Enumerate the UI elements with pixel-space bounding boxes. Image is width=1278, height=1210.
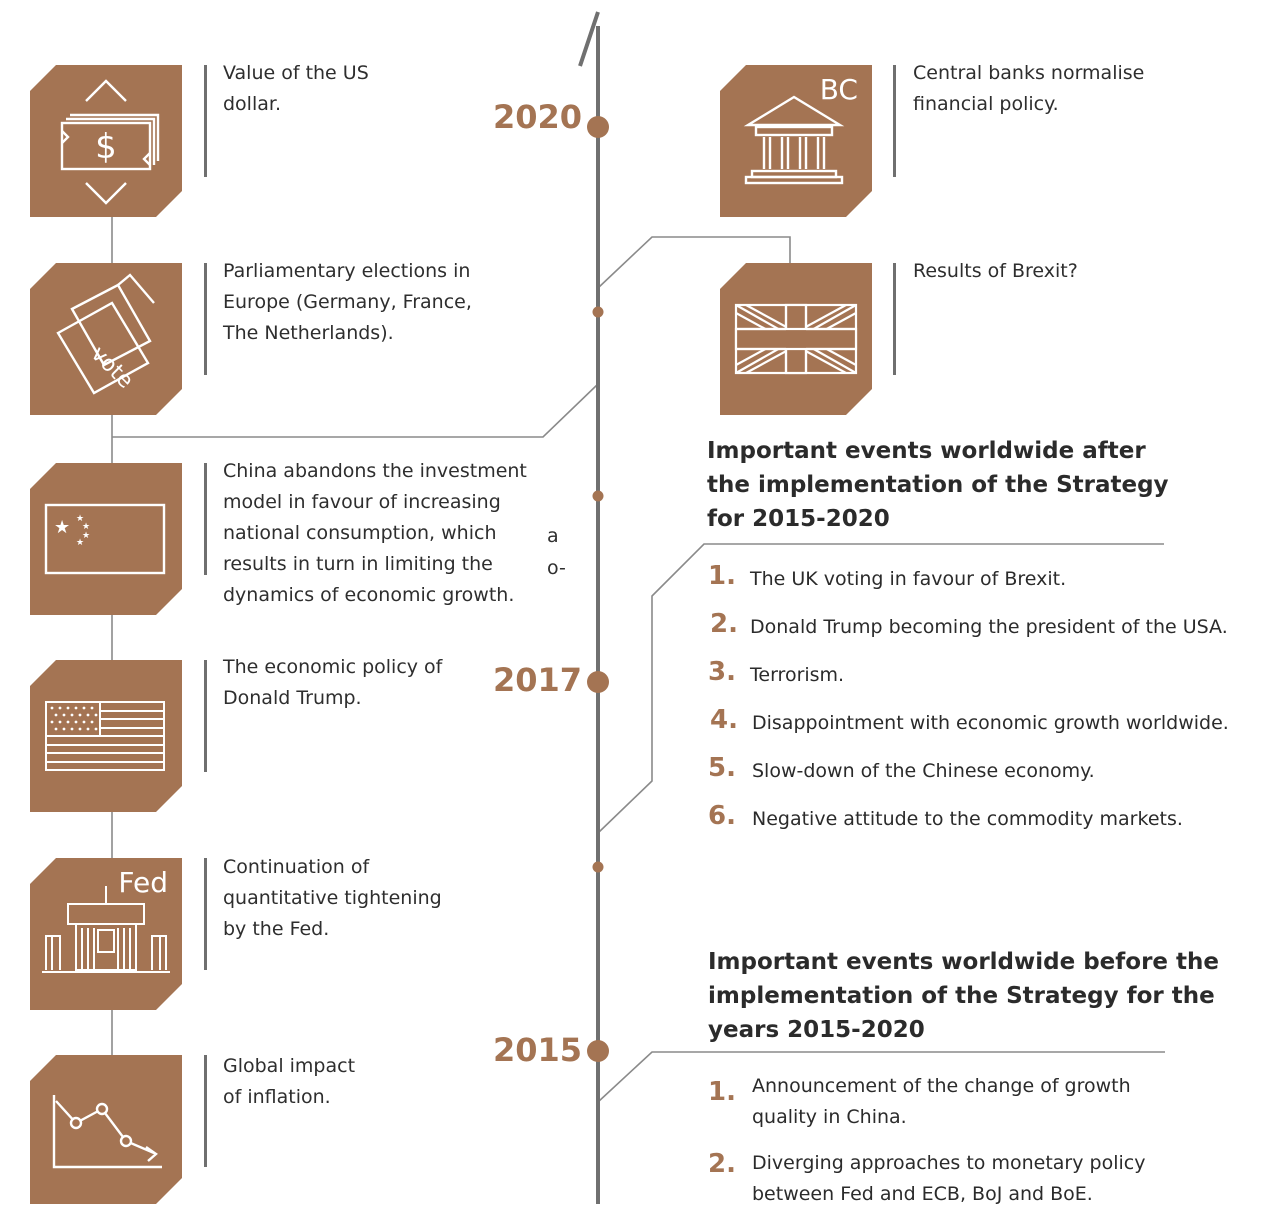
before-heading: Important events worldwide before the im…	[708, 949, 1220, 1043]
list-number: 5.	[708, 753, 736, 783]
uk-flag-icon	[720, 263, 872, 415]
central-bank-tile: BC	[720, 65, 872, 217]
declining-chart-icon	[30, 1055, 182, 1207]
china-flag-icon: ★ ★ ★ ★ ★	[30, 463, 182, 615]
event-text-trump-policy: The economic policy of Donald Trump.	[223, 656, 443, 709]
list-item: Disappointment with economic growth worl…	[752, 712, 1229, 734]
inflation-tile	[30, 1055, 182, 1204]
list-item: Negative attitude to the commodity marke…	[752, 808, 1183, 830]
event-text-inflation: Global impact of inflation.	[223, 1055, 356, 1108]
list-number: 2.	[710, 609, 738, 639]
event-text-elections: Parliamentary elections in Europe (Germa…	[223, 260, 472, 344]
list-number: 6.	[708, 801, 736, 831]
year-label-2020: 2020	[493, 98, 583, 136]
vote-tile: vote	[30, 263, 182, 415]
event-text-china: China abandons the investment model in f…	[223, 460, 527, 606]
dollar-tile: $	[30, 65, 182, 217]
ballot-vote-icon: vote	[30, 263, 182, 415]
us-flag-icon	[30, 660, 182, 812]
year-label-2015: 2015	[493, 1031, 583, 1069]
list-item: Diverging approaches to monetary policy …	[752, 1152, 1146, 1205]
central-bank-icon	[720, 65, 872, 217]
fed-tag: Fed	[118, 866, 168, 899]
timeline-node-2020	[587, 116, 609, 138]
svg-text:★: ★	[82, 531, 90, 541]
list-number: 4.	[710, 705, 738, 735]
uk-flag-tile	[720, 263, 872, 415]
text-fragment: o-	[547, 557, 566, 579]
event-divider	[893, 263, 896, 375]
fed-tile: Fed	[30, 858, 182, 1010]
us-flag-tile	[30, 660, 182, 812]
svg-text:★: ★	[82, 522, 90, 532]
event-divider	[893, 65, 896, 177]
year-label-2017: 2017	[493, 661, 583, 699]
event-divider	[204, 1055, 207, 1167]
timeline-node-2015	[587, 1040, 609, 1062]
event-text-brexit: Results of Brexit?	[913, 260, 1078, 282]
bc-tag: BC	[819, 73, 858, 106]
after-heading: Important events worldwide after the imp…	[707, 438, 1169, 532]
event-divider	[204, 660, 207, 772]
list-number: 1.	[708, 561, 736, 591]
china-tile: ★ ★ ★ ★ ★	[30, 463, 182, 615]
timeline-dot	[592, 861, 604, 873]
svg-text:★: ★	[54, 517, 70, 538]
list-number: 2.	[708, 1149, 736, 1179]
event-divider	[204, 65, 207, 177]
svg-text:★: ★	[76, 514, 84, 524]
text-fragment: a	[547, 525, 559, 547]
event-divider	[204, 463, 207, 575]
event-divider	[204, 263, 207, 375]
list-item: Announcement of the change of growth qua…	[752, 1075, 1131, 1128]
svg-text:★: ★	[76, 538, 84, 548]
list-number: 1.	[708, 1077, 736, 1107]
svg-text:vote: vote	[86, 342, 138, 394]
dollar-icon: $	[30, 65, 182, 217]
list-item: The UK voting in favour of Brexit.	[750, 568, 1067, 590]
list-item: Terrorism.	[750, 664, 845, 686]
federal-reserve-icon	[30, 858, 182, 1010]
event-text-us-dollar: Value of the US dollar.	[223, 62, 369, 115]
timeline-break	[578, 11, 600, 67]
event-text-fed: Continuation of quantitative tightening …	[223, 856, 442, 940]
timeline-dot	[592, 306, 604, 318]
svg-text:$: $	[95, 127, 117, 167]
event-divider	[204, 858, 207, 970]
timeline-dot	[592, 490, 604, 502]
event-text-central-banks: Central banks normalise financial policy…	[913, 62, 1145, 115]
list-number: 3.	[708, 657, 736, 687]
list-item: Donald Trump becoming the president of t…	[750, 616, 1228, 638]
list-item: Slow-down of the Chinese economy.	[752, 760, 1095, 782]
timeline-node-2017	[587, 671, 609, 693]
